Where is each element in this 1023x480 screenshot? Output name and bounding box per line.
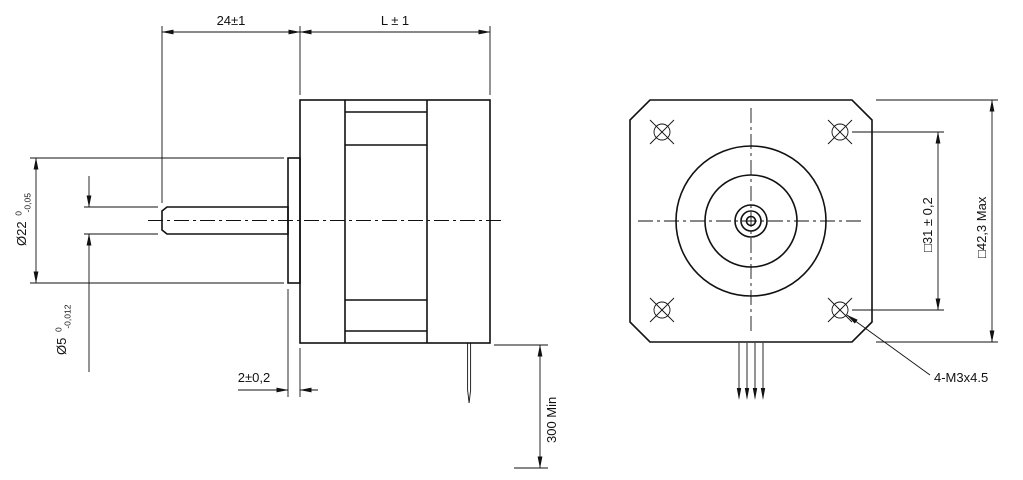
side-view <box>148 99 505 404</box>
mounting-hole-leader-line <box>846 314 931 376</box>
motor-body-outline <box>299 99 491 344</box>
dim-pilot-diameter-extension-lines <box>30 157 284 284</box>
lead-wire-side <box>467 343 472 404</box>
pilot-diameter-tol-lower: -0,05 <box>23 193 33 213</box>
dim-shaft-length-label: 24±1 <box>217 13 246 28</box>
dim-pilot-diameter-label: Ø22 0 -0,05 <box>10 193 33 246</box>
dim-body-length-label: L ± 1 <box>381 13 409 28</box>
motor-body-joint-lines <box>344 100 428 343</box>
dim-body-length: L ± 1 <box>299 13 491 95</box>
mounting-hole-bottom-left <box>649 297 675 323</box>
dim-pilot-depth-extension-lines <box>287 289 301 397</box>
lead-wire <box>736 343 742 400</box>
frame-outline <box>629 99 873 343</box>
shaft <box>161 206 289 235</box>
dim-pilot-depth: 2±0,2 <box>238 289 318 397</box>
dim-pilot-diameter: Ø22 0 -0,05 <box>10 157 284 284</box>
mounting-hole-bottom-right <box>827 297 853 323</box>
shaft-diameter-main: Ø5 <box>54 338 69 355</box>
lead-wire <box>752 343 758 400</box>
dim-mounting-pitch-extension-lines <box>852 131 944 311</box>
front-view <box>629 99 873 400</box>
mounting-hole-top-right <box>827 119 853 145</box>
mounting-hole-top-left <box>649 119 675 145</box>
dim-frame-size: □42,3 Max <box>876 99 998 343</box>
dim-lead-length-label: 300 Min <box>544 397 559 443</box>
lead-wire <box>760 343 766 400</box>
dim-mounting-pitch-label: □31 ± 0,2 <box>920 197 935 252</box>
dim-shaft-diameter: Ø5 0 -0,012 <box>50 176 158 372</box>
shaft-diameter-tol-lower: -0,012 <box>63 304 73 328</box>
dim-shaft-diameter-extension-lines <box>84 206 158 235</box>
dim-frame-size-extension-lines <box>876 99 998 343</box>
dim-mounting-pitch: □31 ± 0,2 <box>852 131 944 311</box>
dim-shaft-length-extension-lines <box>161 26 301 203</box>
pilot-diameter-tol-upper: 0 <box>14 211 24 216</box>
dim-lead-length: 300 Min <box>494 344 559 469</box>
lead-wires-front <box>736 343 766 400</box>
dim-shaft-diameter-label: Ø5 0 -0,012 <box>50 304 73 355</box>
mounting-hole-callout-label: 4-M3x4.5 <box>934 370 988 385</box>
shaft-diameter-tol-upper: 0 <box>54 327 64 332</box>
front-centerlines <box>638 108 864 334</box>
dim-frame-size-label: □42,3 Max <box>974 196 989 258</box>
dim-pilot-depth-label: 2±0,2 <box>238 370 270 385</box>
pilot-diameter-main: Ø22 <box>14 221 29 246</box>
mounting-hole-callout: 4-M3x4.5 <box>846 314 988 385</box>
dim-shaft-length: 24±1 <box>161 13 301 203</box>
lead-wire <box>744 343 750 400</box>
